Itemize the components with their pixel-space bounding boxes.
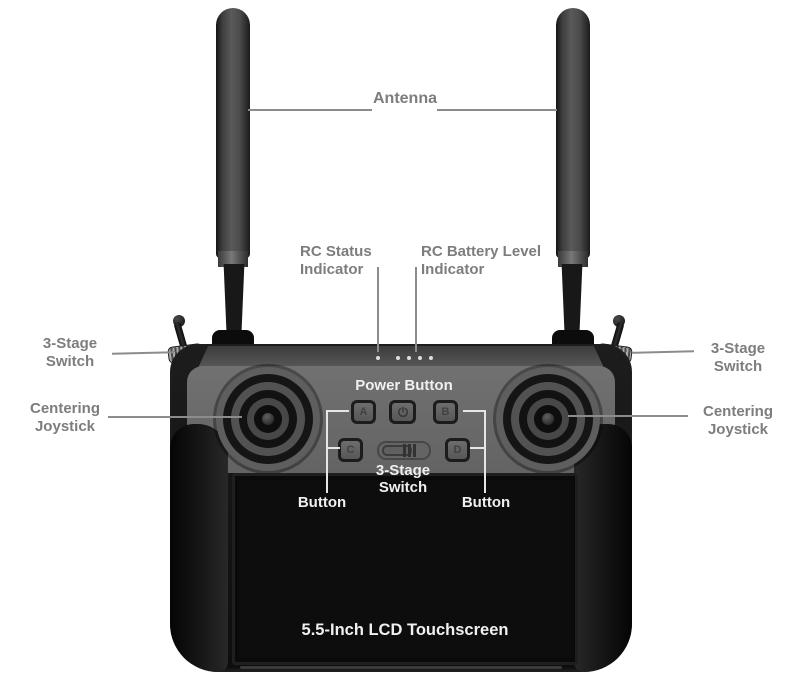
callout-line2: Switch [713, 358, 763, 375]
battery-led-1 [396, 356, 400, 360]
button-c-label: C [346, 443, 355, 456]
touchscreen-label: 5.5-Inch LCD Touchscreen [301, 621, 509, 639]
lcd-display-area [239, 480, 571, 658]
three-stage-switch-center[interactable] [377, 441, 431, 460]
power-button[interactable] [389, 400, 416, 424]
button-a[interactable]: A [351, 400, 376, 424]
antenna-right-stem [561, 264, 583, 338]
button-c[interactable]: C [338, 438, 363, 462]
joystick-left-callout-line [108, 416, 242, 418]
antenna-right-band [558, 251, 588, 267]
button-d-label: D [453, 443, 462, 456]
callout-line1: 3-Stage [375, 462, 431, 479]
antenna-callout-line-left [248, 109, 372, 111]
callout-line2: Switch [378, 479, 428, 496]
antenna-left-stem [223, 264, 245, 338]
rc-status-callout-line [377, 267, 379, 352]
button-left-bracket-top [326, 410, 349, 412]
callout-line2: Switch [45, 353, 95, 370]
rc-battery-indicator-callout: RC Battery Level Indicator [421, 243, 541, 279]
slide-knob [382, 445, 412, 456]
callout-line1: 3-Stage [710, 340, 766, 357]
button-right-bracket-line [484, 410, 486, 493]
joystick-cap-icon [542, 413, 554, 425]
joystick-right-callout-line [568, 415, 688, 417]
antenna-left [216, 8, 250, 258]
button-left-bracket-line [326, 410, 328, 493]
callout-line2: Indicator [421, 261, 485, 278]
callout-line2: Joystick [34, 418, 96, 435]
button-right-callout: Button [461, 494, 511, 511]
callout-line1: Centering [29, 400, 100, 417]
button-b[interactable]: B [433, 400, 458, 424]
slide-ridge-icon [403, 444, 406, 457]
callout-line1: RC Battery Level [421, 243, 542, 260]
joystick-cap-icon [262, 413, 274, 425]
slide-ridge-icon [408, 444, 411, 457]
top-edge-panel [198, 346, 604, 368]
rc-status-indicator-callout: RC Status Indicator [300, 243, 372, 279]
centering-joystick-left[interactable] [216, 367, 320, 471]
power-button-callout: Power Button [355, 377, 453, 394]
button-left-callout: Button [297, 494, 347, 511]
hand-grip-right [574, 424, 632, 672]
bottom-bezel-highlight [240, 666, 562, 669]
antenna-right [556, 8, 590, 258]
switch-right-callout-line [631, 350, 695, 354]
antenna-callout: Antenna [373, 90, 437, 107]
antenna-callout-line-right [437, 109, 557, 111]
button-a-label: A [359, 405, 368, 418]
controller-body: A B C D 5.5-Inch LCD Touchscreen [170, 344, 632, 672]
battery-led-3 [418, 356, 422, 360]
three-stage-switch-right-callout: 3-Stage Switch [696, 340, 780, 376]
rc-battery-callout-line [415, 267, 417, 352]
three-stage-switch-left[interactable] [164, 314, 212, 372]
three-stage-switch-center-callout: 3-Stage Switch [361, 462, 445, 496]
button-left-bracket-bottom [326, 447, 340, 449]
centering-joystick-right-callout: Centering Joystick [690, 403, 786, 439]
button-right-bracket-top [463, 410, 486, 412]
battery-led-4 [429, 356, 433, 360]
power-icon [397, 406, 408, 418]
callout-line1: Centering [702, 403, 773, 420]
battery-led-2 [407, 356, 411, 360]
button-b-label: B [441, 405, 450, 418]
antenna-left-band [218, 251, 248, 267]
callout-line1: RC Status [300, 243, 372, 260]
lcd-touchscreen[interactable]: 5.5-Inch LCD Touchscreen [232, 473, 578, 665]
slide-ridge-icon [413, 444, 416, 457]
centering-joystick-left-callout: Centering Joystick [17, 400, 113, 436]
callout-line2: Indicator [300, 261, 364, 278]
three-stage-switch-left-callout: 3-Stage Switch [28, 335, 112, 371]
callout-line1: 3-Stage [42, 335, 98, 352]
callout-line2: Joystick [707, 421, 769, 438]
hand-grip-left [170, 424, 228, 672]
three-stage-switch-right[interactable] [586, 314, 634, 372]
rc-status-led [376, 356, 380, 360]
button-d[interactable]: D [445, 438, 470, 462]
centering-joystick-right[interactable] [496, 367, 600, 471]
button-right-bracket-bottom [470, 447, 486, 449]
